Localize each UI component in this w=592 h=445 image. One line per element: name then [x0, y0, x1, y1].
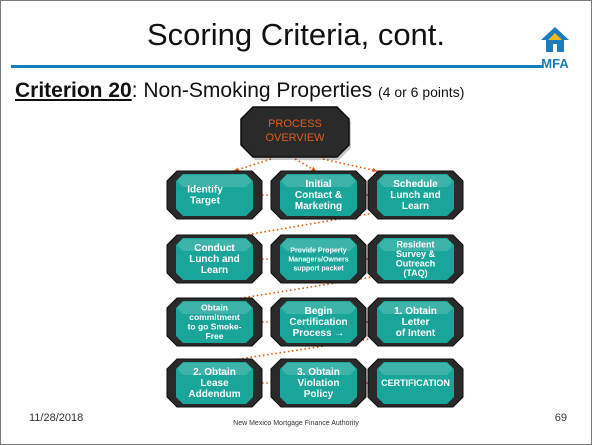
- connector-line: [322, 158, 378, 172]
- node-label: Free: [206, 331, 224, 341]
- slide-title: Scoring Criteria, cont.: [146, 17, 446, 52]
- criterion-number: Criterion 20: [15, 79, 132, 102]
- node-label: Learn: [402, 201, 429, 212]
- node-label: Outreach: [396, 258, 436, 268]
- node-label: Lunch and: [189, 254, 240, 265]
- node-label: 2. Obtain: [193, 367, 236, 378]
- node-label: Marketing: [295, 201, 342, 212]
- node-label: Resident: [396, 239, 434, 249]
- connector-line: [233, 158, 272, 172]
- title-rule: [11, 65, 543, 68]
- node-label: support packet: [293, 266, 344, 273]
- node-label: Provide Property: [290, 248, 347, 255]
- criterion-heading: Criterion 20: Non-Smoking Properties (4 …: [15, 80, 464, 101]
- node-label: 1. Obtain: [394, 306, 437, 317]
- node-label: Process →: [293, 328, 345, 339]
- node-label: 3. Obtain: [297, 367, 340, 378]
- node-label: Schedule: [393, 179, 438, 190]
- node-label: (TAQ): [403, 268, 427, 278]
- node-label: to go Smoke-: [188, 321, 242, 331]
- node-label: Contact &: [295, 190, 342, 201]
- mfa-logo: MFA: [535, 25, 575, 71]
- node-label: Identify: [187, 185, 223, 196]
- node-label: Learn: [201, 265, 228, 276]
- node-label: Policy: [304, 389, 334, 400]
- process-nodes: PROCESSOVERVIEWIdentifyTargetInitialCont…: [166, 106, 464, 408]
- node-label: Obtain: [201, 302, 228, 312]
- node-certification: CERTIFICATION: [367, 358, 464, 408]
- node-label: Letter: [402, 317, 430, 328]
- logo-text: MFA: [541, 56, 569, 71]
- node-label: Lease: [200, 378, 229, 389]
- criterion-description: : Non-Smoking Properties: [131, 79, 378, 102]
- connector-arrowhead: [311, 166, 316, 171]
- node-label: of Intent: [396, 328, 436, 339]
- page-number: 69: [554, 412, 567, 424]
- process-overview-node: PROCESS OVERVIEW: [240, 106, 351, 160]
- criterion-points: (4 or 6 points): [377, 84, 465, 100]
- node-label: Lunch and: [390, 190, 441, 201]
- process-overview-label: PROCESS: [268, 118, 322, 130]
- node-label: Target: [190, 196, 220, 207]
- node-label: Violation: [297, 378, 339, 389]
- connector-arrowhead: [372, 167, 377, 173]
- node-label: Conduct: [194, 243, 235, 254]
- node-label: Begin: [305, 306, 333, 317]
- node-label: Certification: [289, 317, 347, 328]
- footer-date: 11/28/2018: [29, 412, 84, 424]
- node-label: CERTIFICATION: [381, 378, 450, 388]
- node-label: Survey &: [396, 249, 436, 259]
- node-label: Managers/Owners: [288, 257, 348, 264]
- footer-organization: New Mexico Mortgage Finance Authority: [233, 420, 359, 427]
- house-icon: [541, 27, 569, 52]
- node-label: Addendum: [188, 389, 240, 400]
- process-overview-label: OVERVIEW: [265, 132, 325, 144]
- node-label: commitment: [189, 312, 240, 322]
- node-label: Initial: [305, 179, 331, 190]
